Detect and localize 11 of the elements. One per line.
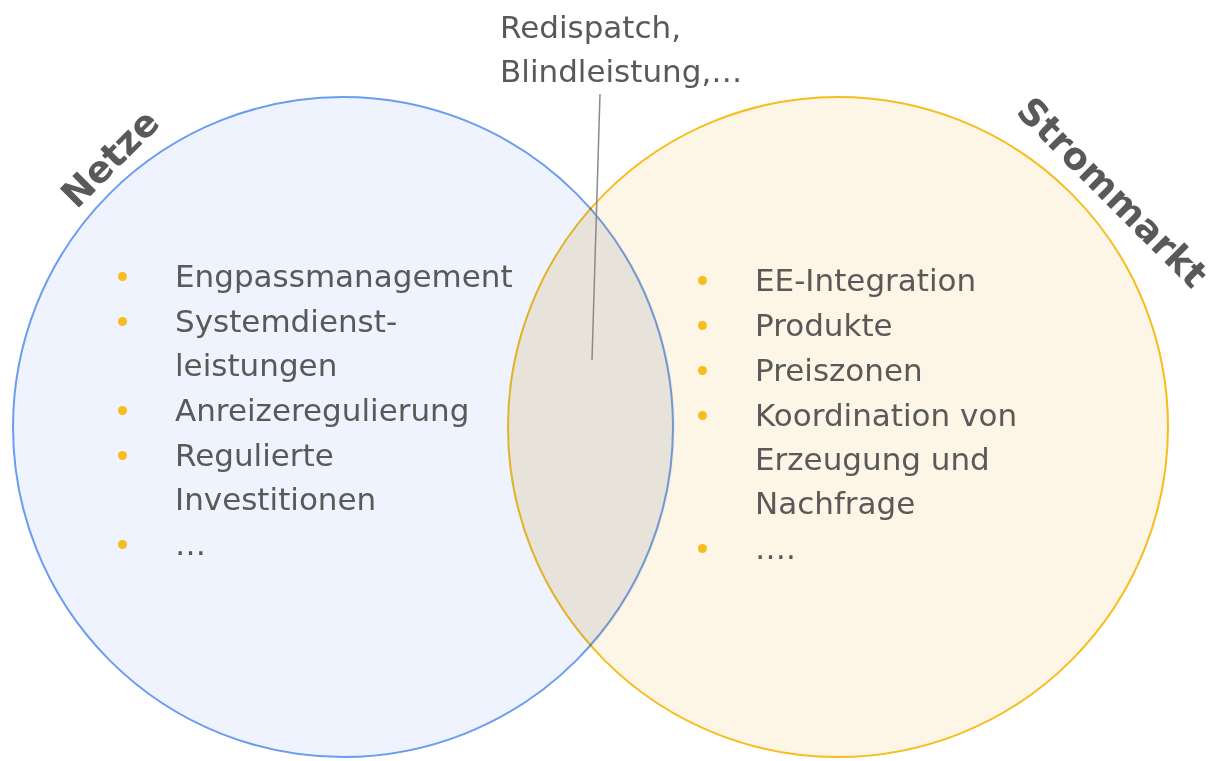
list-item: Regulierte Investitionen — [175, 436, 378, 519]
annotation-text: Redispatch, Blindleistung,… — [500, 8, 744, 91]
list-item: Engpassmanagement — [175, 257, 514, 296]
list-item: Anreizeregulierung — [175, 391, 471, 430]
list-item: …. — [755, 529, 797, 568]
list-item: Preiszonen — [755, 351, 924, 390]
list-item: … — [175, 525, 207, 564]
list-item: Produkte — [755, 306, 894, 345]
list-item: Koordination von Erzeugung und Nachfrage — [755, 396, 1019, 523]
list-item: Systemdienst- leistungen — [175, 302, 399, 385]
list-item: EE-Integration — [755, 261, 978, 300]
